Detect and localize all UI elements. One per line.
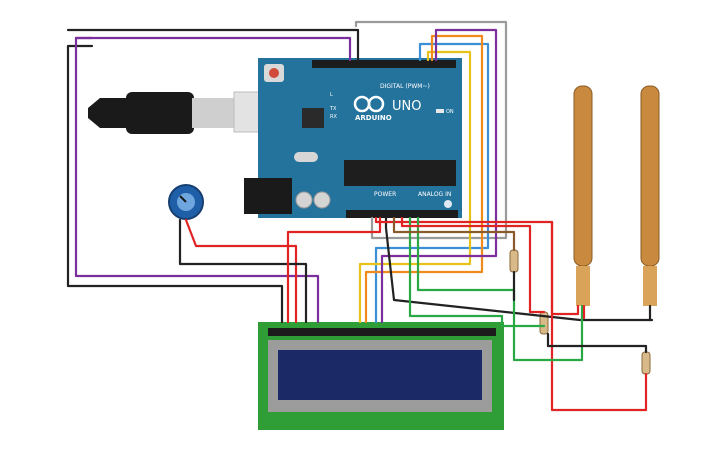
potentiometer-wiper bbox=[179, 195, 187, 203]
flex-sensor-tail bbox=[576, 266, 590, 306]
wire-black-top bbox=[66, 28, 360, 62]
wire-black-gnd bbox=[384, 216, 654, 322]
usb-connector bbox=[192, 98, 234, 128]
usb-cable bbox=[88, 91, 279, 134]
wire-red-flex2 bbox=[550, 220, 648, 412]
digital-header-label: DIGITAL (PWM~) bbox=[380, 83, 430, 90]
arduino-brand: ARDUINO bbox=[355, 114, 392, 122]
wire-grey bbox=[354, 20, 508, 240]
wire-purple-top bbox=[74, 36, 352, 62]
capacitor bbox=[313, 191, 331, 209]
rx-label: RX bbox=[330, 114, 337, 120]
mount-hole bbox=[444, 200, 452, 208]
infinity-logo-icon bbox=[353, 95, 385, 113]
wire-green-a0 bbox=[408, 216, 546, 328]
power-analog-header bbox=[346, 210, 458, 218]
wire-black-r3 bbox=[546, 332, 648, 354]
wire-red-5v bbox=[286, 216, 382, 324]
reset-button-cap[interactable] bbox=[269, 68, 279, 78]
wire-blue bbox=[374, 42, 490, 324]
flex-sensor-body bbox=[640, 85, 660, 267]
tx-label: TX bbox=[329, 106, 337, 112]
wire-brown bbox=[392, 216, 516, 252]
arduino-model: UNO bbox=[392, 99, 421, 114]
lcd-pin-header bbox=[268, 328, 496, 336]
lcd-screen bbox=[278, 350, 482, 400]
wire-yellow bbox=[358, 50, 472, 324]
flex-sensor-tail bbox=[643, 266, 657, 306]
analog-header-label: ANALOG IN bbox=[418, 191, 451, 198]
wire-purple-2 bbox=[380, 28, 498, 324]
flex-sensor-1 bbox=[573, 85, 593, 306]
crystal bbox=[294, 152, 318, 162]
digital-header bbox=[312, 60, 456, 68]
resistor bbox=[641, 351, 651, 375]
flex-sensor-2 bbox=[640, 85, 660, 306]
dc-power-jack bbox=[244, 178, 292, 214]
potentiometer[interactable] bbox=[168, 184, 204, 220]
on-label: ON bbox=[446, 109, 454, 115]
wire-red-pot bbox=[184, 218, 298, 324]
capacitor bbox=[295, 191, 313, 209]
on-led bbox=[436, 109, 444, 113]
l-label: L bbox=[330, 92, 333, 98]
wire-red-2 bbox=[400, 216, 546, 314]
arduino-board: DIGITAL (PWM~) ARDUINO UNO ON TX RX L PO… bbox=[244, 58, 462, 218]
usb-chip bbox=[302, 108, 324, 128]
atmega-chip bbox=[344, 160, 456, 186]
flex-sensor-body bbox=[573, 85, 593, 267]
lcd-display bbox=[258, 322, 504, 430]
usb-plug-icon bbox=[88, 98, 128, 128]
power-header-label: POWER bbox=[374, 191, 396, 198]
wire-orange bbox=[364, 34, 484, 324]
wire-green-a1 bbox=[416, 216, 584, 362]
resistor bbox=[509, 249, 519, 273]
wires bbox=[66, 20, 654, 412]
usb-cable-body bbox=[126, 92, 194, 134]
wire-black-pot bbox=[178, 218, 308, 324]
